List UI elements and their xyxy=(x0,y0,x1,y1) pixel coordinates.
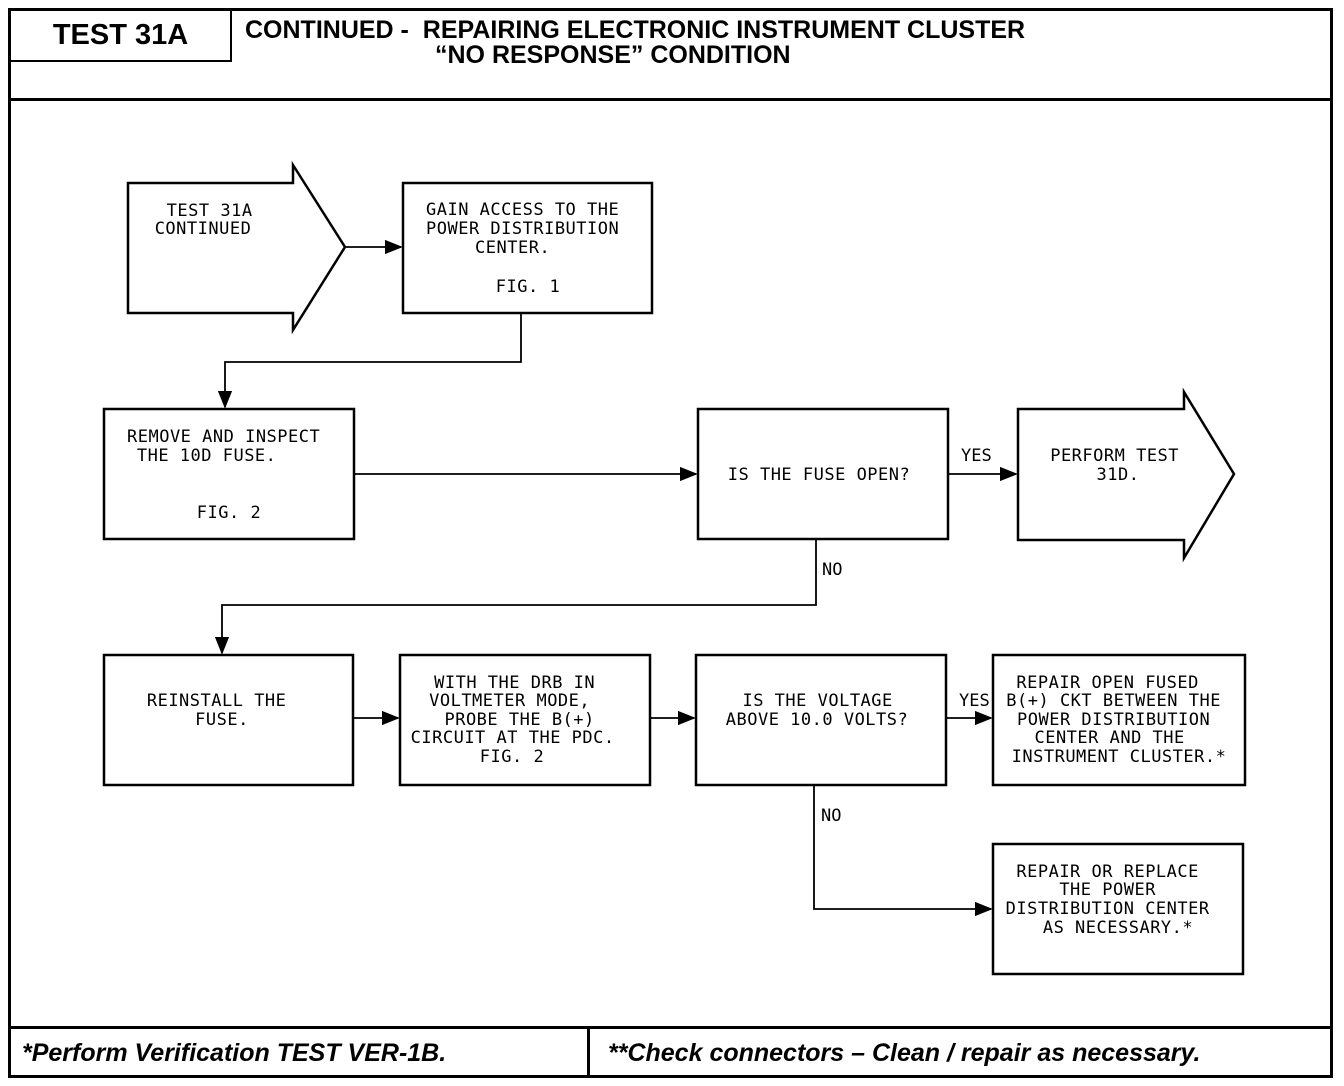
start-arrow-shape xyxy=(126,160,347,335)
page-frame xyxy=(8,8,1333,1078)
yes-label-voltage: YES xyxy=(959,691,990,711)
access-box xyxy=(401,181,654,315)
footer-column-divider xyxy=(587,1026,590,1078)
footer-note-verification: *Perform Verification TEST VER-1B. xyxy=(22,1038,447,1067)
reinstall-text: REINSTALL THE FUSE. xyxy=(147,691,297,730)
repair-ckt-text: REPAIR OPEN FUSED B(+) CKT BETWEEN THE P… xyxy=(1006,673,1231,767)
remove-text: REMOVE AND INSPECT THE 10D FUSE. FIG. 2 xyxy=(127,427,331,523)
test-id-box: TEST 31A xyxy=(11,11,232,62)
reinstall-box xyxy=(102,653,355,787)
yes-label-fuse: YES xyxy=(961,446,992,466)
repair-pdc-text: REPAIR OR REPLACE THE POWER DISTRIBUTION… xyxy=(1006,862,1221,938)
page-title: CONTINUED - REPAIRING ELECTRONIC INSTRUM… xyxy=(245,18,1025,68)
connector-fuse-reinstall xyxy=(214,539,817,655)
access-text: GAIN ACCESS TO THE POWER DISTRIBUTION CE… xyxy=(426,200,630,297)
header-divider xyxy=(8,98,1333,101)
connector-voltage-pdc xyxy=(813,785,993,917)
footer-divider xyxy=(8,1026,1333,1029)
start-text: TEST 31A CONTINUED xyxy=(155,201,264,239)
voltage-question-box xyxy=(694,653,948,787)
probe-box xyxy=(398,653,652,787)
repair-ckt-box xyxy=(991,653,1247,787)
no-label-voltage: NO xyxy=(821,806,841,826)
perform-arrow-shape xyxy=(1016,387,1236,563)
voltage-question-text: IS THE VOLTAGE ABOVE 10.0 VOLTS? xyxy=(726,691,909,730)
no-label-fuse: NO xyxy=(822,560,842,580)
title-line-2: “NO RESPONSE” CONDITION xyxy=(435,41,791,69)
fuse-question-text: IS THE FUSE OPEN? xyxy=(728,465,911,485)
probe-text: WITH THE DRB IN VOLTMETER MODE, PROBE TH… xyxy=(411,673,626,767)
footer-note-connectors: **Check connectors – Clean / repair as n… xyxy=(608,1038,1201,1067)
repair-pdc-box xyxy=(991,842,1245,976)
perform-text: PERFORM TEST 31D. xyxy=(1050,446,1190,485)
title-line-1: CONTINUED - REPAIRING ELECTRONIC INSTRUM… xyxy=(245,16,1026,44)
connector-access-remove xyxy=(217,313,522,409)
